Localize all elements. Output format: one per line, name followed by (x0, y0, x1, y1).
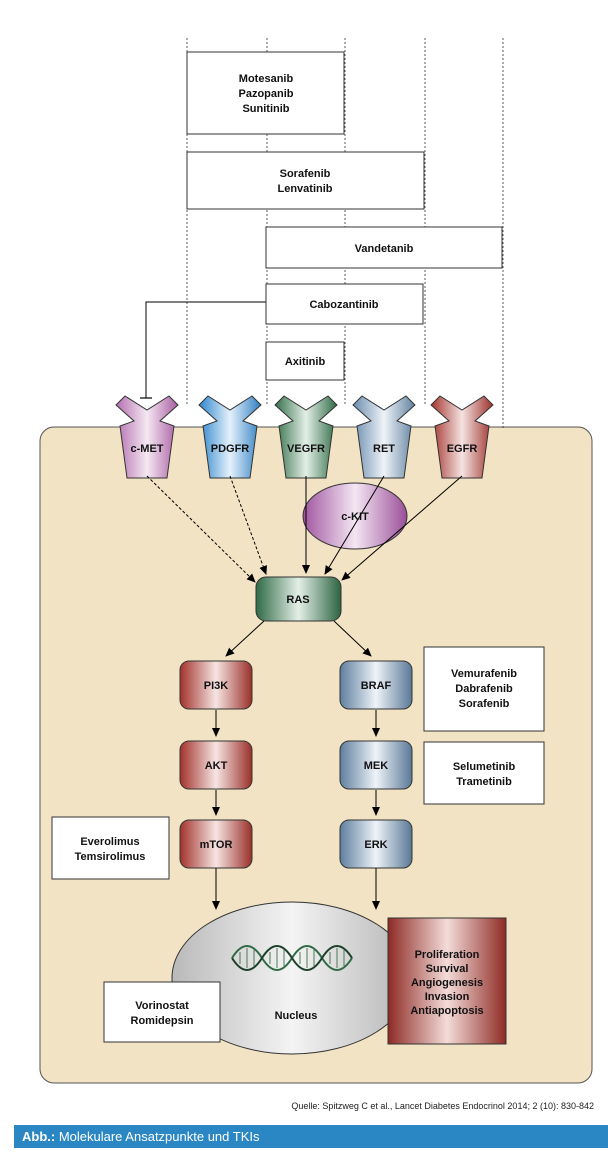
drug-box-axitinib: Axitinib (265, 341, 345, 381)
receptor-shape (115, 395, 179, 479)
mek-node: MEK (339, 740, 413, 790)
outcome-label: Proliferation (415, 949, 480, 961)
erk-label: ERK (364, 839, 387, 851)
drug-box-motesanib: Motesanib Pazopanib Sunitinib (186, 51, 345, 135)
receptor-shape (274, 395, 338, 479)
drug-label: Motesanib (239, 73, 294, 85)
pi3k-label: PI3K (204, 680, 229, 692)
braf-label: BRAF (361, 680, 392, 692)
akt-label: AKT (205, 760, 228, 772)
receptor-egfr: EGFR (430, 395, 494, 479)
outcome-label: Antiapoptosis (410, 1005, 483, 1017)
pathway-diagram: Motesanib Pazopanib Sunitinib Sorafenib … (39, 38, 593, 1084)
mtor-node: mTOR (179, 819, 253, 869)
drug-label: Sorafenib (280, 168, 331, 180)
ras-label: RAS (286, 594, 309, 606)
erk-node: ERK (339, 819, 413, 869)
arrow-ras-pi3k (225, 620, 265, 657)
drug-box-vemurafenib: Vemurafenib Dabrafenib Sorafenib (423, 646, 545, 732)
braf-node: BRAF (339, 660, 413, 710)
drug-label: Everolimus (80, 836, 139, 848)
outcome-label: Survival (426, 963, 469, 975)
drug-box-cabozantinib: Cabozantinib (265, 283, 424, 325)
drug-label: Vemurafenib (451, 668, 517, 680)
drug-box-everolimus: Everolimus Temsirolimus (51, 816, 170, 880)
receptor-label: PDGFR (211, 443, 250, 455)
drug-label: Selumetinib (453, 761, 516, 773)
dna-helix-icon (231, 945, 353, 971)
outcome-label: Invasion (425, 991, 470, 1003)
cabozantinib-inhibition-line (145, 301, 266, 398)
source-citation: Quelle: Spitzweg C et al., Lancet Diabet… (291, 1101, 594, 1111)
ckit-node: c-KIT (302, 482, 408, 550)
mtor-label: mTOR (200, 839, 233, 851)
drug-label: Cabozantinib (309, 299, 378, 311)
drug-box-vorinostat: Vorinostat Romidepsin (103, 981, 221, 1043)
receptor-vegfr: VEGFR (274, 395, 338, 479)
drug-label: Pazopanib (238, 88, 293, 100)
receptor-label: RET (373, 443, 395, 455)
nucleus-label: Nucleus (275, 1010, 318, 1022)
receptor-shape (352, 395, 416, 479)
receptor-label: EGFR (447, 443, 478, 455)
arrow-ras-braf (333, 620, 372, 657)
receptor-arrows (146, 475, 463, 583)
drug-label: Dabrafenib (455, 683, 513, 695)
caption-text: Molekulare Ansatzpunkte und TKIs (55, 1129, 260, 1144)
receptor-label: VEGFR (287, 443, 325, 455)
ras-node: RAS (255, 576, 342, 622)
drug-box-vandetanib: Vandetanib (265, 226, 503, 269)
drug-label: Temsirolimus (75, 851, 146, 863)
drug-label: Romidepsin (131, 1015, 194, 1027)
outcome-label: Angiogenesis (411, 977, 483, 989)
drug-label: Vandetanib (355, 243, 414, 255)
drug-box-selumetinib: Selumetinib Trametinib (423, 741, 545, 805)
outcomes-box: Proliferation Survival Angiogenesis Inva… (387, 917, 507, 1045)
drug-box-sorafenib: Sorafenib Lenvatinib (186, 151, 425, 210)
pi3k-node: PI3K (179, 660, 253, 710)
drug-label: Lenvatinib (277, 183, 332, 195)
receptor-c-met: c-MET (115, 395, 179, 479)
receptor-label: c-MET (131, 443, 164, 455)
drug-label: Axitinib (285, 356, 326, 368)
receptor-ret: RET (352, 395, 416, 479)
drug-label: Vorinostat (135, 1000, 189, 1012)
receptor-shape (430, 395, 494, 479)
drug-label: Sunitinib (242, 103, 289, 115)
figure-caption: Abb.: Molekulare Ansatzpunkte und TKIs (14, 1125, 608, 1148)
receptor-pdgfr: PDGFR (198, 395, 262, 479)
ckit-label: c-KIT (341, 511, 369, 523)
mek-label: MEK (364, 760, 389, 772)
receptor-shape (198, 395, 262, 479)
caption-prefix: Abb.: (22, 1129, 56, 1144)
akt-node: AKT (179, 740, 253, 790)
drug-label: Trametinib (456, 776, 512, 788)
drug-label: Sorafenib (459, 698, 510, 710)
